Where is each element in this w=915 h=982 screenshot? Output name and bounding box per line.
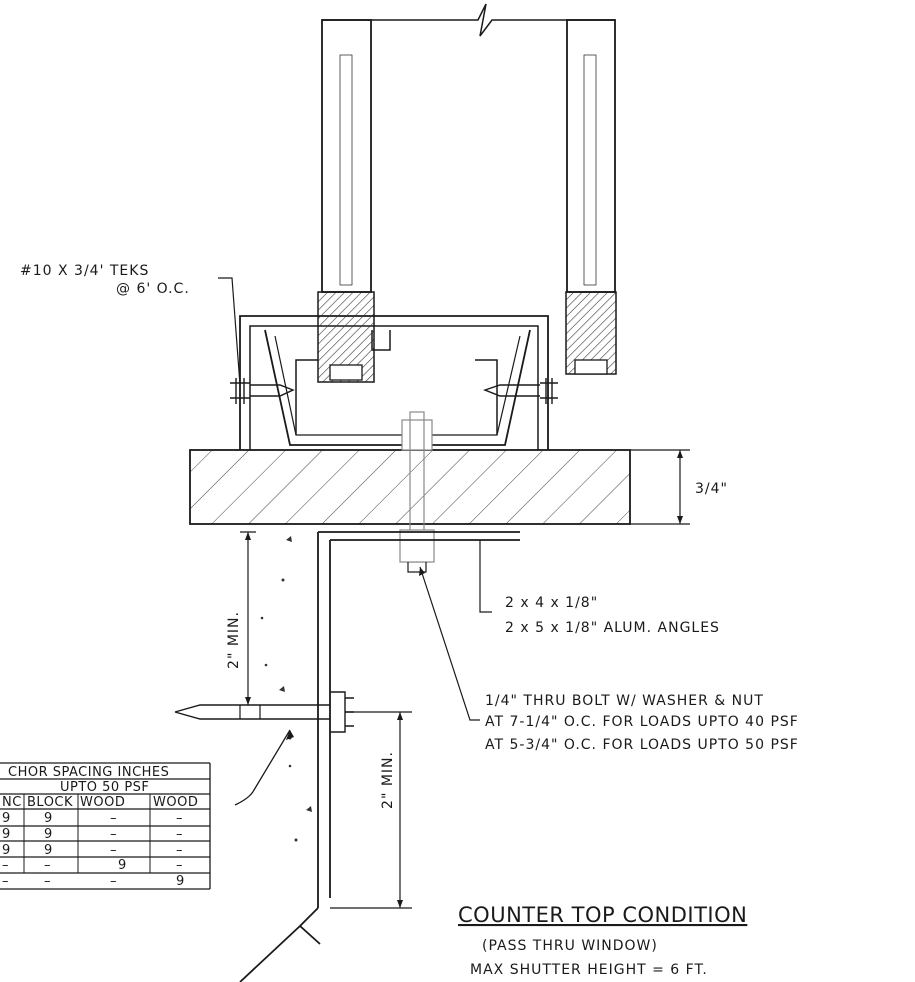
min-right-label: 2" MIN.: [380, 751, 396, 809]
table-cell: 9: [44, 843, 53, 858]
table-cell: 9: [2, 827, 11, 842]
table-cell: –: [2, 874, 9, 889]
table-col-1: BLOCK: [27, 795, 73, 810]
thru-bolt: [399, 411, 435, 573]
shutter-tracks: [321, 3, 616, 293]
table-cell: –: [176, 827, 183, 842]
dimensions: [218, 277, 690, 909]
table-cell: –: [44, 874, 51, 889]
track-channel: [239, 291, 617, 450]
table-cell: –: [176, 858, 183, 873]
table-cell: –: [110, 874, 117, 889]
bolt-label-line1: 1/4" THRU BOLT W/ WASHER & NUT: [485, 693, 764, 709]
anchor-spacing-table: CHOR SPACING INCHES UPTO 50 PSF NC BLOCK…: [0, 762, 211, 890]
table-cell: 9: [2, 811, 11, 826]
min-left-label: 2" MIN.: [226, 611, 242, 669]
alum-angle-and-wall: [174, 531, 520, 982]
bolt-label-line3: AT 5-3/4" O.C. FOR LOADS UPTO 50 PSF: [485, 737, 799, 753]
angles-label-line2: 2 x 5 x 1/8" ALUM. ANGLES: [505, 620, 720, 636]
table-header-2: UPTO 50 PSF: [60, 780, 149, 795]
table-cell: –: [110, 811, 117, 826]
bolt-label-line2: AT 7-1/4" O.C. FOR LOADS UPTO 40 PSF: [485, 714, 799, 730]
table-cell: –: [2, 858, 9, 873]
angles-label-line1: 2 x 4 x 1/8": [505, 595, 598, 611]
drawing-subtitle-line2: MAX SHUTTER HEIGHT = 6 FT.: [470, 962, 708, 978]
drawing-title: COUNTER TOP CONDITION: [458, 903, 747, 927]
table-cell: –: [110, 827, 117, 842]
table-cell: 9: [44, 811, 53, 826]
teks-label-line1: #10 X 3/4' TEKS: [20, 263, 149, 279]
table-cell: –: [176, 843, 183, 858]
thickness-label: 3/4": [695, 481, 728, 497]
table-cell: –: [176, 811, 183, 826]
table-cell: 9: [44, 827, 53, 842]
table-header-1: CHOR SPACING INCHES: [8, 765, 169, 780]
table-col-3: WOOD: [153, 795, 198, 810]
table-cell: 9: [176, 874, 185, 889]
table-col-2: WOOD: [80, 795, 125, 810]
table-cell: 9: [118, 858, 127, 873]
teks-label-line2: @ 6' O.C.: [116, 281, 190, 297]
table-cell: –: [44, 858, 51, 873]
table-col-0: NC: [2, 795, 22, 810]
drawing-subtitle-line1: (PASS THRU WINDOW): [482, 938, 658, 954]
table-cell: 9: [2, 843, 11, 858]
table-cell: –: [110, 843, 117, 858]
